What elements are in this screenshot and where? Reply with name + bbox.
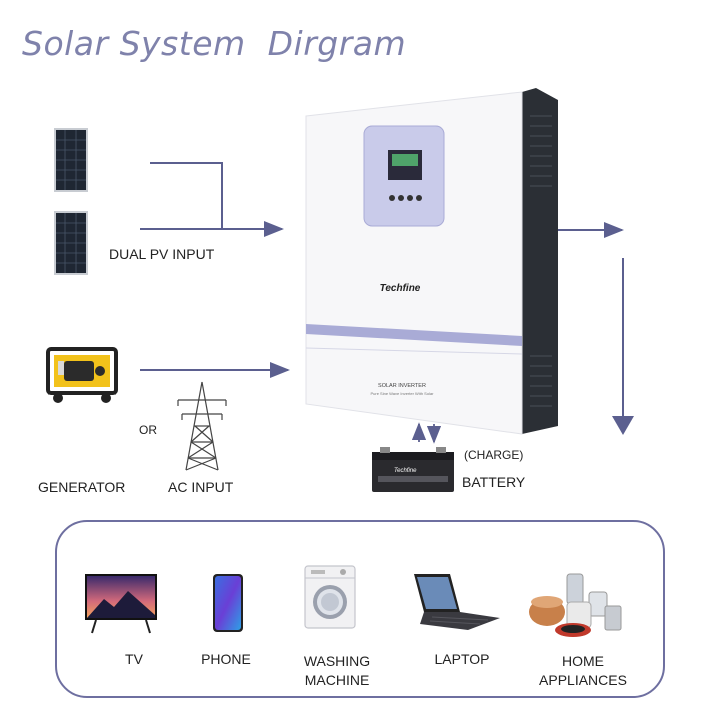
appliance-label-phone: PHONE (201, 651, 251, 667)
appliances-box (55, 520, 665, 698)
battery-label: BATTERY (462, 474, 526, 490)
washing-machine-icon (304, 565, 356, 629)
inverter-unit: Techfine SOLAR INVERTER Pure Sine Wave I… (305, 88, 558, 435)
battery-brand: Techfine (394, 468, 417, 474)
appliance-label-tv: TV (125, 651, 143, 667)
inverter-model-label: SOLAR INVERTER (378, 383, 426, 389)
battery-icon: Techfine (372, 447, 454, 492)
appliance-label-washing-machine: WASHING MACHINE (303, 653, 371, 688)
power-tower-icon (177, 381, 227, 471)
load-arrow-head (612, 416, 634, 435)
phone-icon (213, 574, 243, 632)
appliance-label-laptop: LAPTOP (434, 651, 490, 667)
generator-label: GENERATOR (38, 479, 126, 495)
pv-connector (150, 162, 223, 229)
laptop-icon (414, 574, 500, 630)
generator-icon (46, 347, 118, 403)
inverter-model-sub: Pure Sine Wave Inverter With Solar (371, 391, 435, 396)
or-label: OR (139, 423, 157, 437)
appliance-label-home-appliances: HOME APPLIANCES (539, 653, 627, 688)
solar-panel-icon (54, 211, 88, 275)
dual-pv-input-label: DUAL PV INPUT (109, 246, 215, 262)
charge-label: (CHARGE) (464, 448, 524, 462)
tv-icon (85, 574, 157, 634)
solar-panel-icon (54, 128, 88, 192)
inverter-brand: Techfine (380, 283, 421, 294)
ac-input-label: AC INPUT (168, 479, 234, 495)
diagram-title: Solar System Dirgram (22, 24, 407, 63)
home-appliances-icon (529, 573, 622, 637)
